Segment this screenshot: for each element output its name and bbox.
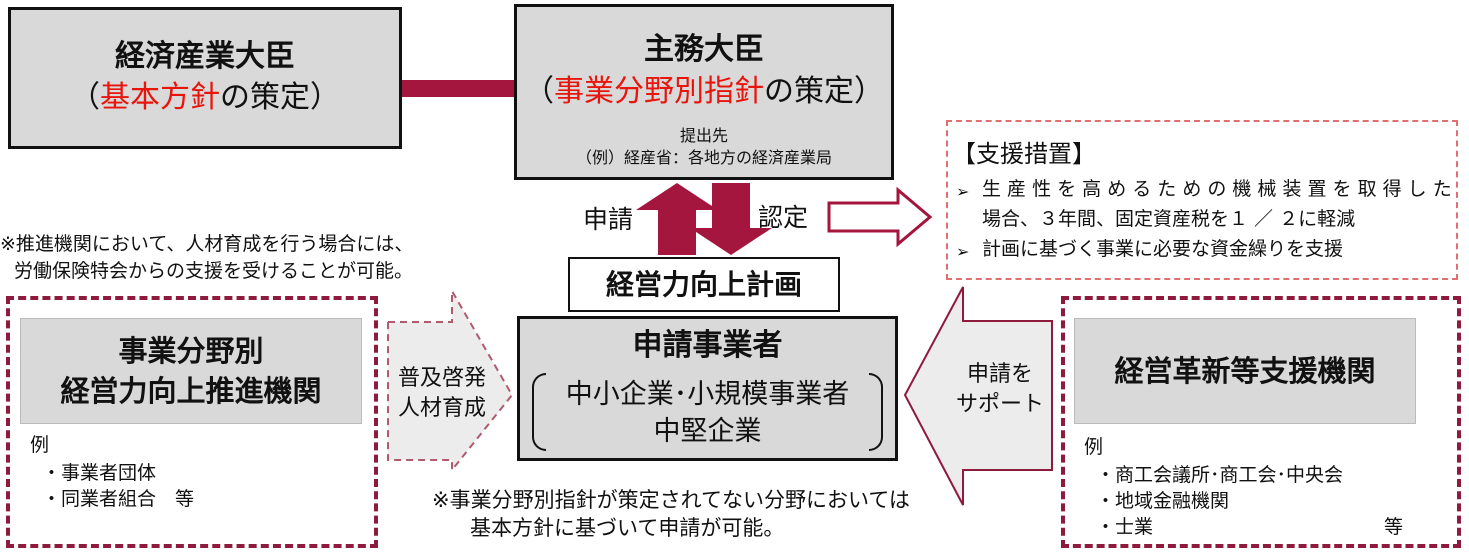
competent-minister-box: 主務大臣 （事業分野別指針の策定） 提出先 （例）経産省：各地方の経済産業局 [514,4,894,180]
advisor-box: 経営革新等支援機関 [1074,318,1416,424]
meti-policy-line: （基本方針の策定） [70,77,340,119]
advisor-example-1: ・商工会議所･商工会･中央会 [1096,464,1344,486]
advisor-etc: 等 [1384,516,1404,538]
minister-paren: （ [524,74,554,109]
advisor-example-2: ・地域金融機関 [1096,490,1230,512]
promoter-example-label: 例 [30,434,50,456]
meti-suffix: の策定） [220,80,340,115]
submit-destination: （例）経産省：各地方の経済産業局 [575,148,832,167]
note-bottom-line1: ※事業分野別指針が策定されてない分野においては [432,488,910,512]
advisor-example-label: 例 [1084,436,1104,458]
support-label-line1: 申請を [966,362,1033,387]
apply-label: 申請 [583,205,634,234]
support-item-1-line2: 場合、３年間、固定資産税を１ ／ ２に軽減 [982,208,1356,230]
promoter-example-2: ・同業者組合 等 [42,488,195,510]
promoter-title-line1: 事業分野別 [118,334,264,368]
meti-basic-policy: 基本方針 [100,80,220,115]
minister-policy-line: （事業分野別指針の策定） [517,71,891,113]
promoter-title-line2: 経営力向上推進機関 [60,374,322,408]
note-bottom-line2: 基本方針に基づいて申請が可能。 [470,516,785,540]
applicant-midsize: 中堅企業 [653,416,762,447]
certify-label: 認定 [758,203,809,232]
advisor-title: 経営革新等支援機関 [1114,354,1376,388]
promoter-box: 事業分野別 経営力向上推進機関 [20,318,362,424]
support-item-2-line1: 計画に基づく事業に必要な資金繰りを支援 [982,238,1344,260]
promoter-frame [6,296,378,548]
apply-arrow-up [636,183,718,255]
advisor-example-3: ・士業 [1096,516,1154,538]
submit-label: 提出先 [679,126,728,145]
minister-sector-guideline: 事業分野別指針 [554,74,764,109]
bullet-icon: ➢ [956,242,970,261]
promoter-example-1: ・事業者団体 [42,462,157,484]
minister-title: 主務大臣 [644,32,764,67]
advisor-frame [1061,296,1461,548]
certify-arrow-right [827,186,933,248]
note-top-line1: ※推進機関において、人材育成を行う場合には、 [0,233,414,255]
spread-label-line1: 普及啓発 [397,366,486,391]
applicant-sme: 中小企業･小規模事業者 [565,379,850,410]
management-plan-box: 経営力向上計画 [568,257,840,312]
support-measures-box: 【支援措置】 ➢ 生 産 性 を 高 め る た め の 機 械 装 置 を 取… [946,120,1458,280]
support-item-1-line1: 生 産 性 を 高 め る た め の 機 械 装 置 を 取 得 し た [982,178,1452,200]
management-plan-label: 経営力向上計画 [605,267,802,301]
spread-arrow-right [387,287,514,473]
meti-paren: （ [70,80,100,115]
applicant-box: 申請事業者 中小企業･小規模事業者 中堅企業 [517,316,898,461]
minister-suffix: の策定） [764,74,884,109]
meti-minister-connector [400,80,518,97]
applicant-title: 申請事業者 [632,328,783,363]
bullet-icon: ➢ [956,182,970,201]
support-label-line2: サポート [955,392,1044,417]
meti-minister-box: 経済産業大臣 （基本方針の策定） [8,7,402,149]
certify-arrow-down [690,183,772,255]
note-top-line2: 労働保険特会からの支援を受けることが可能。 [14,260,414,282]
support-measures-heading: 【支援措置】 [952,140,1096,168]
meti-title: 経済産業大臣 [115,39,295,74]
spread-label-line2: 人材育成 [397,396,486,421]
support-arrow-left [903,286,1053,506]
